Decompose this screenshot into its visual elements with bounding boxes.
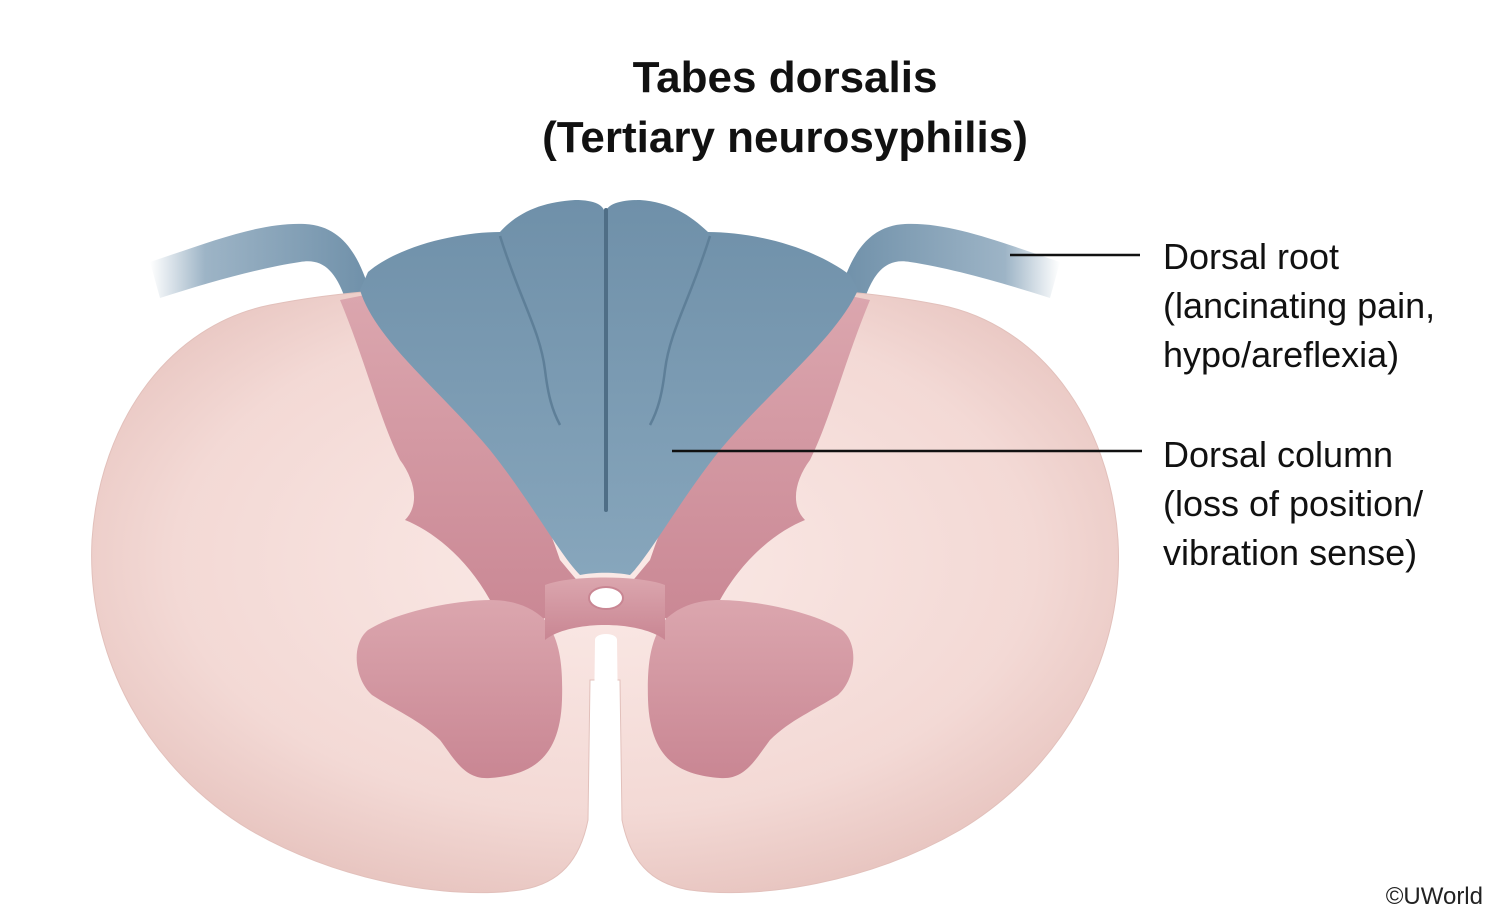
dorsal-column-detail-2: vibration sense) xyxy=(1163,532,1418,573)
dorsal-root-detail-1: (lancinating pain, xyxy=(1163,285,1436,326)
dorsal-root-name: Dorsal root xyxy=(1163,236,1340,277)
gray-matter xyxy=(340,295,870,640)
ventral-median-fissure xyxy=(592,634,620,880)
title-line-1: Tabes dorsalis xyxy=(632,53,938,102)
left-dorsal-root xyxy=(150,223,370,298)
diagram-title: Tabes dorsalis (Tertiary neurosyphilis) xyxy=(0,48,1493,168)
dorsal-column xyxy=(360,200,858,575)
dorsal-root-detail-2: hypo/areflexia) xyxy=(1163,334,1400,375)
copyright-notice: ©UWorld xyxy=(1385,883,1483,910)
dorsal-column-detail-1: (loss of position/ xyxy=(1163,483,1424,524)
title-line-2: (Tertiary neurosyphilis) xyxy=(542,113,1028,162)
dorsal-root-label: Dorsal root (lancinating pain, hypo/aref… xyxy=(1163,232,1435,379)
left-intermediate-septum xyxy=(498,235,562,426)
right-ventral-horn xyxy=(647,600,854,779)
right-intermediate-septum xyxy=(648,235,712,426)
dorsal-column-label: Dorsal column (loss of position/ vibrati… xyxy=(1163,430,1423,577)
central-canal xyxy=(588,586,624,610)
right-dorsal-root xyxy=(840,223,1060,298)
left-ventral-horn xyxy=(356,600,563,779)
dorsal-column-name: Dorsal column xyxy=(1163,434,1394,475)
